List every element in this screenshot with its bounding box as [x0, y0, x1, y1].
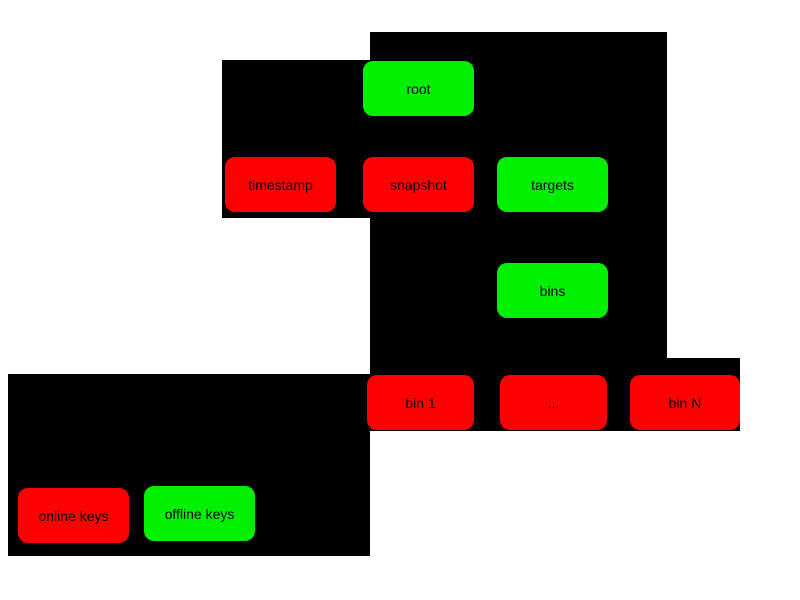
- selection-handle-tr-icon[interactable]: [606, 260, 611, 265]
- node-bin-ellipsis[interactable]: ...: [500, 375, 607, 430]
- node-label-snapshot: snapshot: [390, 176, 447, 193]
- node-label-bin-ellipsis: ...: [547, 394, 560, 411]
- node-offline-keys[interactable]: offline keys: [144, 486, 255, 541]
- selection-handle-br-icon[interactable]: [606, 316, 611, 321]
- node-bin-1[interactable]: bin 1: [367, 375, 474, 430]
- node-online-keys[interactable]: online keys: [18, 488, 129, 543]
- node-label-bin-1: bin 1: [405, 394, 436, 411]
- node-label-online-keys: online keys: [38, 507, 109, 524]
- node-label-offline-keys: offline keys: [164, 505, 235, 522]
- node-label-bin-n: bin N: [668, 394, 702, 411]
- node-label-root: root: [406, 80, 431, 97]
- node-label-timestamp: timestamp: [248, 176, 313, 193]
- selection-handle-tl-icon[interactable]: [494, 260, 499, 265]
- node-targets[interactable]: targets: [497, 157, 608, 212]
- node-root[interactable]: root: [363, 61, 474, 116]
- node-label-bins: bins: [539, 282, 566, 299]
- node-label-targets: targets: [531, 176, 574, 193]
- node-bin-n[interactable]: bin N: [630, 375, 740, 430]
- node-bins[interactable]: bins: [494, 260, 611, 321]
- selection-handle-bl-icon[interactable]: [494, 316, 499, 321]
- node-timestamp[interactable]: timestamp: [225, 157, 336, 212]
- node-snapshot[interactable]: snapshot: [363, 157, 474, 212]
